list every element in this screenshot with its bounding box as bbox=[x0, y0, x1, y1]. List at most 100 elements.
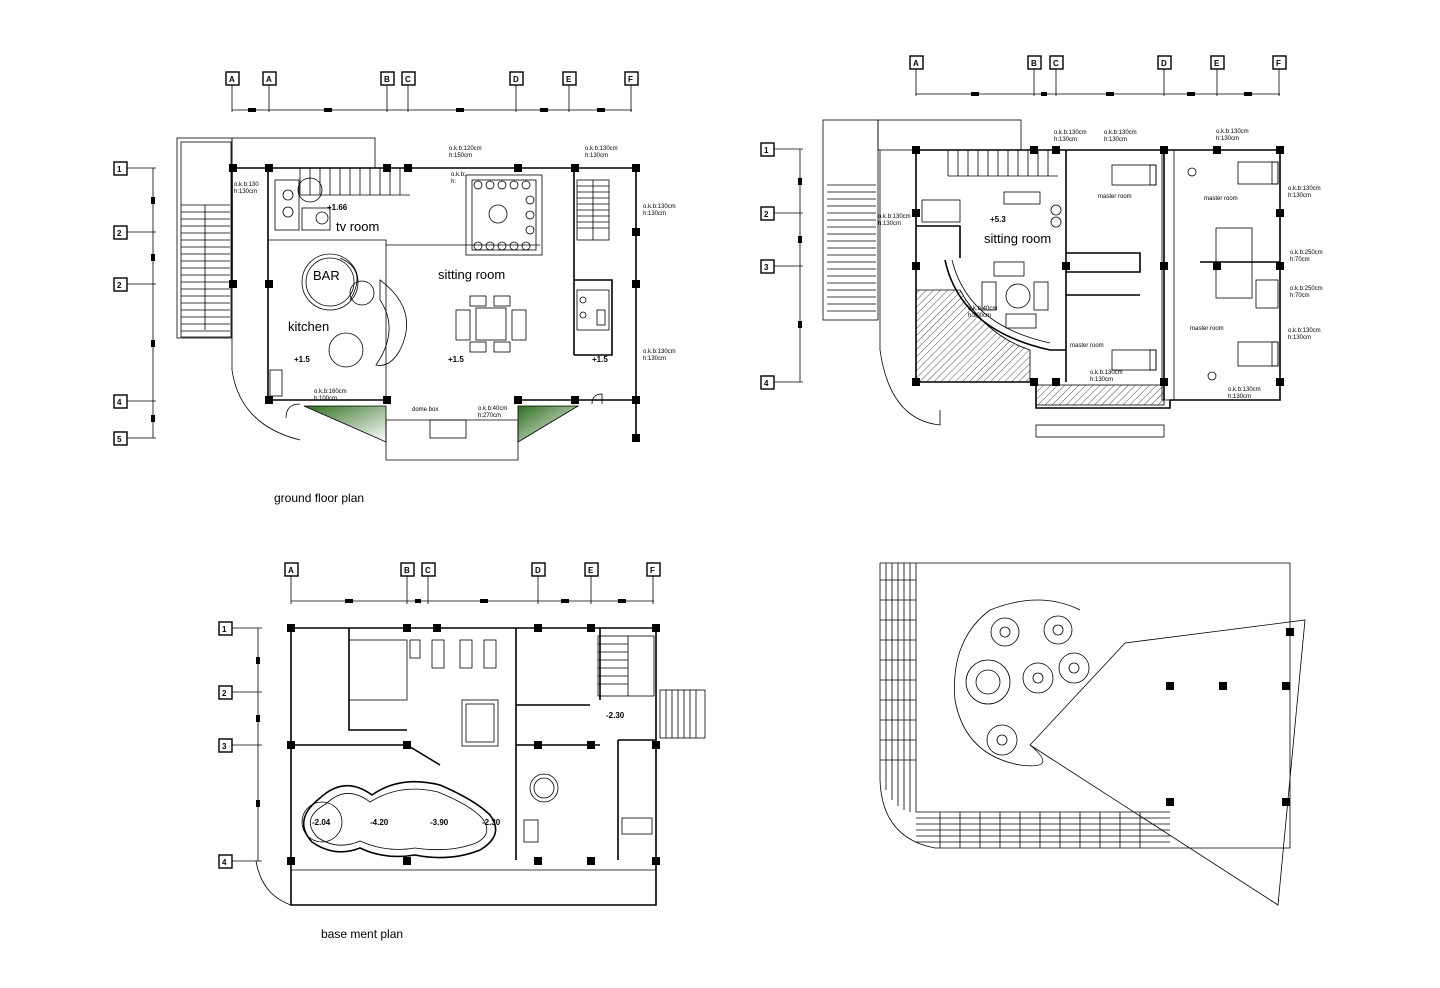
gf-planter-right bbox=[517, 405, 580, 443]
ff-room-label-sitting: sitting room bbox=[984, 231, 1051, 246]
gf-row-tag: 1 bbox=[117, 165, 122, 174]
roof-plants bbox=[986, 615, 1090, 756]
ff-note: o.k.b:130cm bbox=[1090, 370, 1123, 376]
gf-room-label-kitchen: kitchen bbox=[288, 319, 329, 334]
roof-garden bbox=[954, 599, 1081, 767]
gf-columns bbox=[229, 164, 640, 442]
ff-note: h:70cm bbox=[1290, 293, 1310, 299]
bs-col-tag: E bbox=[588, 566, 594, 575]
ff-note: h:130cm bbox=[1090, 377, 1113, 383]
gf-row-tag: 4 bbox=[117, 398, 122, 407]
ff-col-tag: C bbox=[1053, 59, 1059, 68]
ff-row-tag: 4 bbox=[764, 379, 769, 388]
gf-planter-left bbox=[303, 405, 387, 443]
bs-grid-columns: A B C D E F bbox=[284, 562, 661, 604]
gf-stair-left bbox=[181, 204, 230, 332]
gf-sofa-set-top bbox=[465, 174, 543, 256]
gf-col-tag: C bbox=[405, 75, 411, 84]
ff-note: h:130cm bbox=[878, 221, 901, 227]
gf-note: o.k.b: bbox=[451, 172, 466, 178]
ff-columns bbox=[912, 146, 1284, 386]
bs-columns bbox=[287, 624, 660, 865]
gf-stair-top bbox=[299, 167, 410, 196]
roof-plan bbox=[879, 562, 1306, 906]
ff-note: o.k.b:130cm bbox=[1228, 387, 1261, 393]
gf-note: o.k.b:130cm bbox=[585, 146, 618, 152]
gf-room-label-tv: tv room bbox=[336, 219, 379, 234]
ff-note: o.k.b:130cm bbox=[1288, 186, 1321, 192]
ff-note: o.k.b:130cm bbox=[1104, 130, 1137, 136]
roof-canopy bbox=[1029, 619, 1306, 906]
basement-plan: A B C D E F 1 2 3 4 bbox=[218, 562, 706, 906]
gf-room-label-sitting: sitting room bbox=[438, 267, 505, 282]
ff-stair-top bbox=[947, 150, 1058, 177]
ff-note: o.k.b:130cm bbox=[1216, 129, 1249, 135]
ff-col-tag: F bbox=[1276, 59, 1281, 68]
gf-row-tag: 5 bbox=[117, 435, 122, 444]
ff-note: h:70cm bbox=[1290, 257, 1310, 263]
gf-col-tag: A bbox=[229, 75, 235, 84]
gf-sofa-set-bottom bbox=[455, 295, 527, 353]
bs-level: -2.30 bbox=[606, 711, 625, 720]
gf-grid-columns: A A B C D E F bbox=[225, 71, 639, 112]
bs-col-tag: F bbox=[650, 566, 655, 575]
bs-col-tag: C bbox=[425, 566, 431, 575]
ff-row-tag: 1 bbox=[764, 146, 769, 155]
ff-note: h:200cm bbox=[968, 313, 991, 319]
ff-col-tag: E bbox=[1214, 59, 1220, 68]
ff-col-tag: B bbox=[1031, 59, 1037, 68]
bs-level: -4.20 bbox=[370, 818, 389, 827]
ff-room-label-master: master room bbox=[1070, 343, 1104, 349]
bs-row-tag: 3 bbox=[222, 742, 227, 751]
gf-row-tag: 2 bbox=[117, 281, 122, 290]
gf-level: +1.5 bbox=[592, 355, 608, 364]
gf-note: h:100cm bbox=[314, 396, 337, 402]
bs-row-tag: 4 bbox=[222, 858, 227, 867]
gf-level: +1.5 bbox=[448, 355, 464, 364]
ff-note: h:130cm bbox=[1288, 335, 1311, 341]
ground-floor-plan: A A B C D E F 1 2 2 4 5 bbox=[113, 71, 676, 461]
ff-note: o.k.b:130cm bbox=[878, 214, 911, 220]
ff-note: o.k.b:40cm bbox=[968, 306, 997, 312]
ff-grid-rows: 1 2 3 4 bbox=[760, 142, 803, 390]
ff-terrace-hatch bbox=[915, 289, 1031, 383]
ff-note: h:130cm bbox=[1216, 136, 1239, 142]
bs-stair bbox=[597, 635, 706, 739]
bs-col-tag: D bbox=[535, 566, 541, 575]
roof-edge-grid bbox=[880, 563, 1170, 848]
gf-note: o.k.b:160cm bbox=[314, 389, 347, 395]
ff-col-tag: D bbox=[1161, 59, 1167, 68]
bs-level: -3.90 bbox=[430, 818, 449, 827]
ff-stair-left bbox=[827, 184, 876, 312]
bs-level: -2.30 bbox=[482, 818, 501, 827]
gf-stair-right bbox=[576, 179, 610, 241]
bs-col-tag: A bbox=[288, 566, 294, 575]
first-floor-plan: A B C D E F 1 2 3 4 bbox=[760, 55, 1323, 438]
bs-row-tag: 2 bbox=[222, 689, 227, 698]
bs-grid-rows: 1 2 3 4 bbox=[218, 621, 262, 869]
gf-note: h:130cm bbox=[643, 211, 666, 217]
gf-col-tag: B bbox=[384, 75, 390, 84]
gf-grid-rows: 1 2 2 4 5 bbox=[113, 161, 156, 446]
gf-level: +1.5 bbox=[294, 355, 310, 364]
ff-note: h:130cm bbox=[1228, 394, 1251, 400]
gf-note: h:270cm bbox=[478, 413, 501, 419]
ff-grid-columns: A B C D E F bbox=[909, 55, 1287, 96]
gf-col-tag: D bbox=[513, 75, 519, 84]
ff-room-label-master: master room bbox=[1190, 326, 1224, 332]
gf-col-tag: F bbox=[628, 75, 633, 84]
gf-note: o.k.b:130cm bbox=[643, 204, 676, 210]
bs-col-tag: B bbox=[404, 566, 410, 575]
ff-row-tag: 2 bbox=[764, 210, 769, 219]
gf-room-label-bar: BAR bbox=[313, 268, 340, 283]
gf-note: o.k.b:120cm bbox=[449, 146, 482, 152]
ff-note: o.k.b:130cm bbox=[1054, 130, 1087, 136]
gf-note: o.k.b:40cm bbox=[478, 406, 507, 412]
ff-row-tag: 3 bbox=[764, 263, 769, 272]
gf-note: h:130cm bbox=[643, 356, 666, 362]
gf-level: +1.66 bbox=[327, 203, 348, 212]
gf-col-tag: E bbox=[566, 75, 572, 84]
roof-columns bbox=[1166, 628, 1294, 806]
ff-note: h:130cm bbox=[1054, 137, 1077, 143]
